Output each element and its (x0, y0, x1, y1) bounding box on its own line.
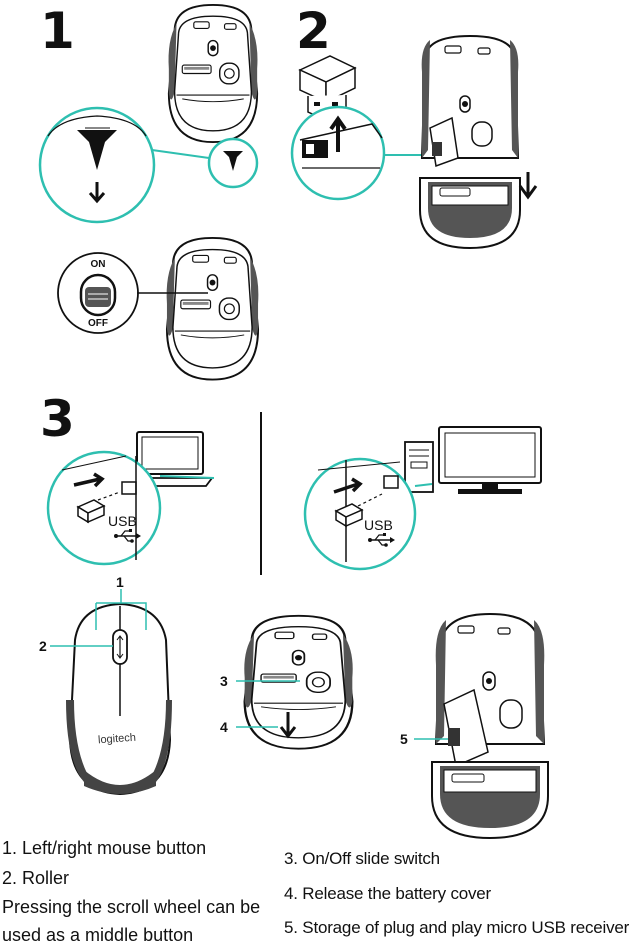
caption-left-3: Pressing the scroll wheel can be (2, 897, 261, 917)
callout-3: 3 (220, 673, 228, 689)
arrow-right-icon (73, 472, 105, 488)
switch-on-label: ON (90, 259, 106, 270)
usb-icon (114, 529, 141, 543)
usb-label: USB (364, 517, 393, 533)
step-1-remove-battery-cover (38, 3, 259, 224)
arrow-up-icon (329, 115, 347, 152)
callout-5: 5 (400, 731, 408, 747)
mouse-open-callouts (414, 612, 549, 840)
mouse-bottom-view (165, 236, 260, 381)
step-number-1: 1 (40, 2, 75, 60)
mouse-open-view (419, 34, 521, 250)
mouse-bottom-callouts (236, 614, 354, 750)
switch-detail (57, 236, 260, 381)
mouse-top-view (50, 589, 172, 796)
callout-1: 1 (116, 574, 124, 590)
usb-receiver (334, 503, 364, 528)
usb-icon (368, 533, 395, 547)
callout-4: 4 (220, 719, 228, 735)
arrow-down-icon (279, 712, 297, 739)
step-number-2: 2 (296, 2, 331, 60)
caption-left-4: used as a middle button (2, 925, 194, 945)
arrow-down-icon (518, 172, 538, 200)
zoom-circle (290, 105, 386, 201)
mouse-bottom-view (167, 3, 259, 144)
step-number-3: 3 (40, 390, 75, 448)
usb-label: USB (108, 513, 137, 529)
caption-left-2: 2. Roller (2, 868, 70, 888)
caption-left-1: 1. Left/right mouse button (2, 838, 207, 858)
arrow-right-icon (333, 477, 363, 494)
arrow-down-icon (88, 182, 106, 204)
caption-right-1: 3. On/Off slide switch (284, 849, 440, 868)
step-3-desktop (303, 426, 542, 571)
step-3-laptop (46, 431, 215, 566)
caption-right-2: 4. Release the battery cover (284, 884, 492, 903)
mouse-bottom-view (243, 614, 354, 750)
callout-2: 2 (39, 638, 47, 654)
caption-right-3: 5. Storage of plug and play micro USB re… (284, 918, 630, 937)
usb-receiver (76, 499, 106, 524)
step-2-remove-receiver (290, 34, 538, 250)
switch-off-label: OFF (88, 318, 108, 329)
monitor-icon (438, 426, 542, 494)
